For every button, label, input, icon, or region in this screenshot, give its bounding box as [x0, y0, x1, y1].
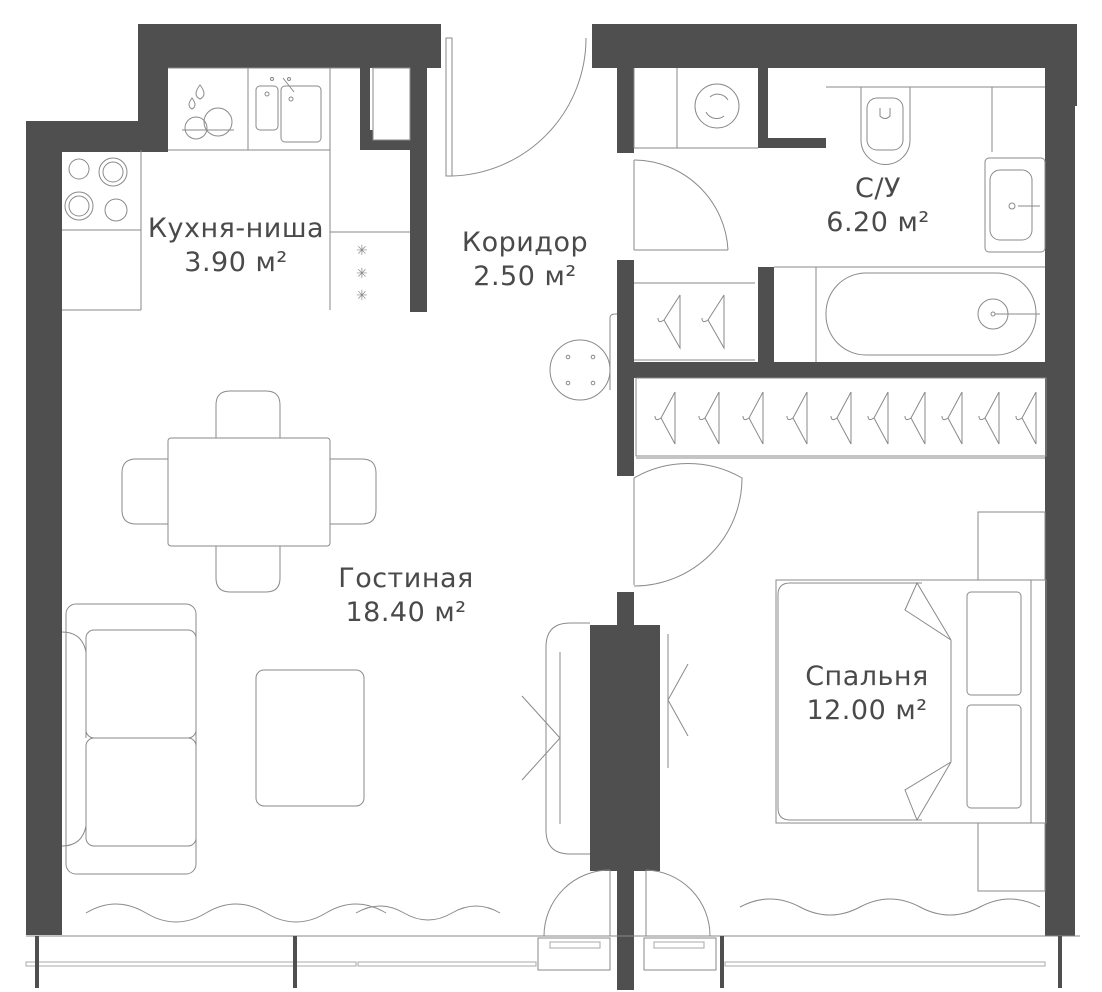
curtains — [85, 898, 1041, 923]
room-area: 12.00 м² — [806, 694, 928, 726]
tv-unit-living — [521, 622, 590, 855]
sink-icon — [255, 77, 322, 143]
room-label-corridor: Коридор 2.50 м² — [462, 226, 588, 294]
room-area: 18.40 м² — [345, 596, 467, 628]
bathtub-icon — [774, 266, 1045, 362]
room-name: Кухня-ниша — [147, 213, 325, 244]
pouf-icon — [549, 313, 617, 401]
room-name: Спальня — [805, 661, 929, 692]
coffee-table — [255, 669, 365, 807]
bathroom-fixtures — [633, 68, 1046, 362]
bed — [775, 511, 1047, 892]
room-name: Гостиная — [338, 563, 474, 594]
toilet-icon — [860, 87, 911, 165]
room-label-kitchen: Кухня-ниша 3.90 м² — [148, 212, 324, 280]
wardrobe-bedroom — [635, 377, 1047, 459]
room-area: 3.90 м² — [184, 246, 288, 278]
room-area: 2.50 м² — [473, 260, 577, 292]
room-label-living: Гостиная 18.40 м² — [338, 562, 474, 630]
washing-machine-icon — [694, 83, 740, 129]
room-name: Коридор — [461, 227, 589, 258]
wardrobe-corridor — [634, 282, 755, 361]
bathroom-door — [633, 159, 729, 251]
svg-text:✳: ✳ — [356, 288, 368, 304]
kitchen-fixtures: ✳ ✳ ✳ — [62, 67, 411, 311]
dishwasher-icon — [182, 84, 234, 140]
stove-icon — [62, 150, 142, 311]
dining-set — [121, 390, 377, 593]
tv-unit-bedroom — [667, 634, 689, 768]
windows — [25, 869, 1080, 988]
washbasin-icon — [984, 87, 1046, 253]
walls — [26, 24, 1077, 990]
svg-text:✳: ✳ — [356, 243, 368, 259]
room-label-bedroom: Спальня 12.00 м² — [805, 660, 929, 728]
svg-text:✳: ✳ — [356, 266, 368, 282]
bedroom-door — [633, 463, 743, 587]
room-name: С/У — [855, 173, 901, 204]
sofa — [61, 603, 197, 875]
room-area: 6.20 м² — [826, 206, 930, 238]
room-label-bathroom: С/У 6.20 м² — [826, 172, 929, 240]
fridge-icon: ✳ ✳ ✳ — [330, 231, 410, 304]
entry-door — [445, 37, 587, 177]
